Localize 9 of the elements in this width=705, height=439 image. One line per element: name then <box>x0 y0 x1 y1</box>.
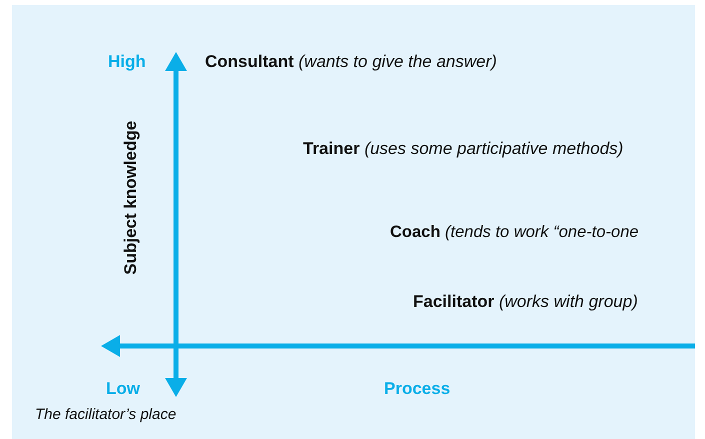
role-label: Consultant (wants to give the answer) <box>205 52 497 72</box>
role-label: Facilitator (works with group) <box>413 292 638 312</box>
role-label: Coach (tends to work “one-to-one <box>390 222 639 242</box>
caption-note: The facilitator’s place <box>35 406 176 423</box>
axis-title: Subject knowledge <box>121 120 141 275</box>
role-label: Trainer (uses some participative methods) <box>303 139 624 159</box>
axis-label: High <box>108 52 146 72</box>
axis-title: Process <box>384 379 450 399</box>
axis-label: Low <box>106 379 140 399</box>
